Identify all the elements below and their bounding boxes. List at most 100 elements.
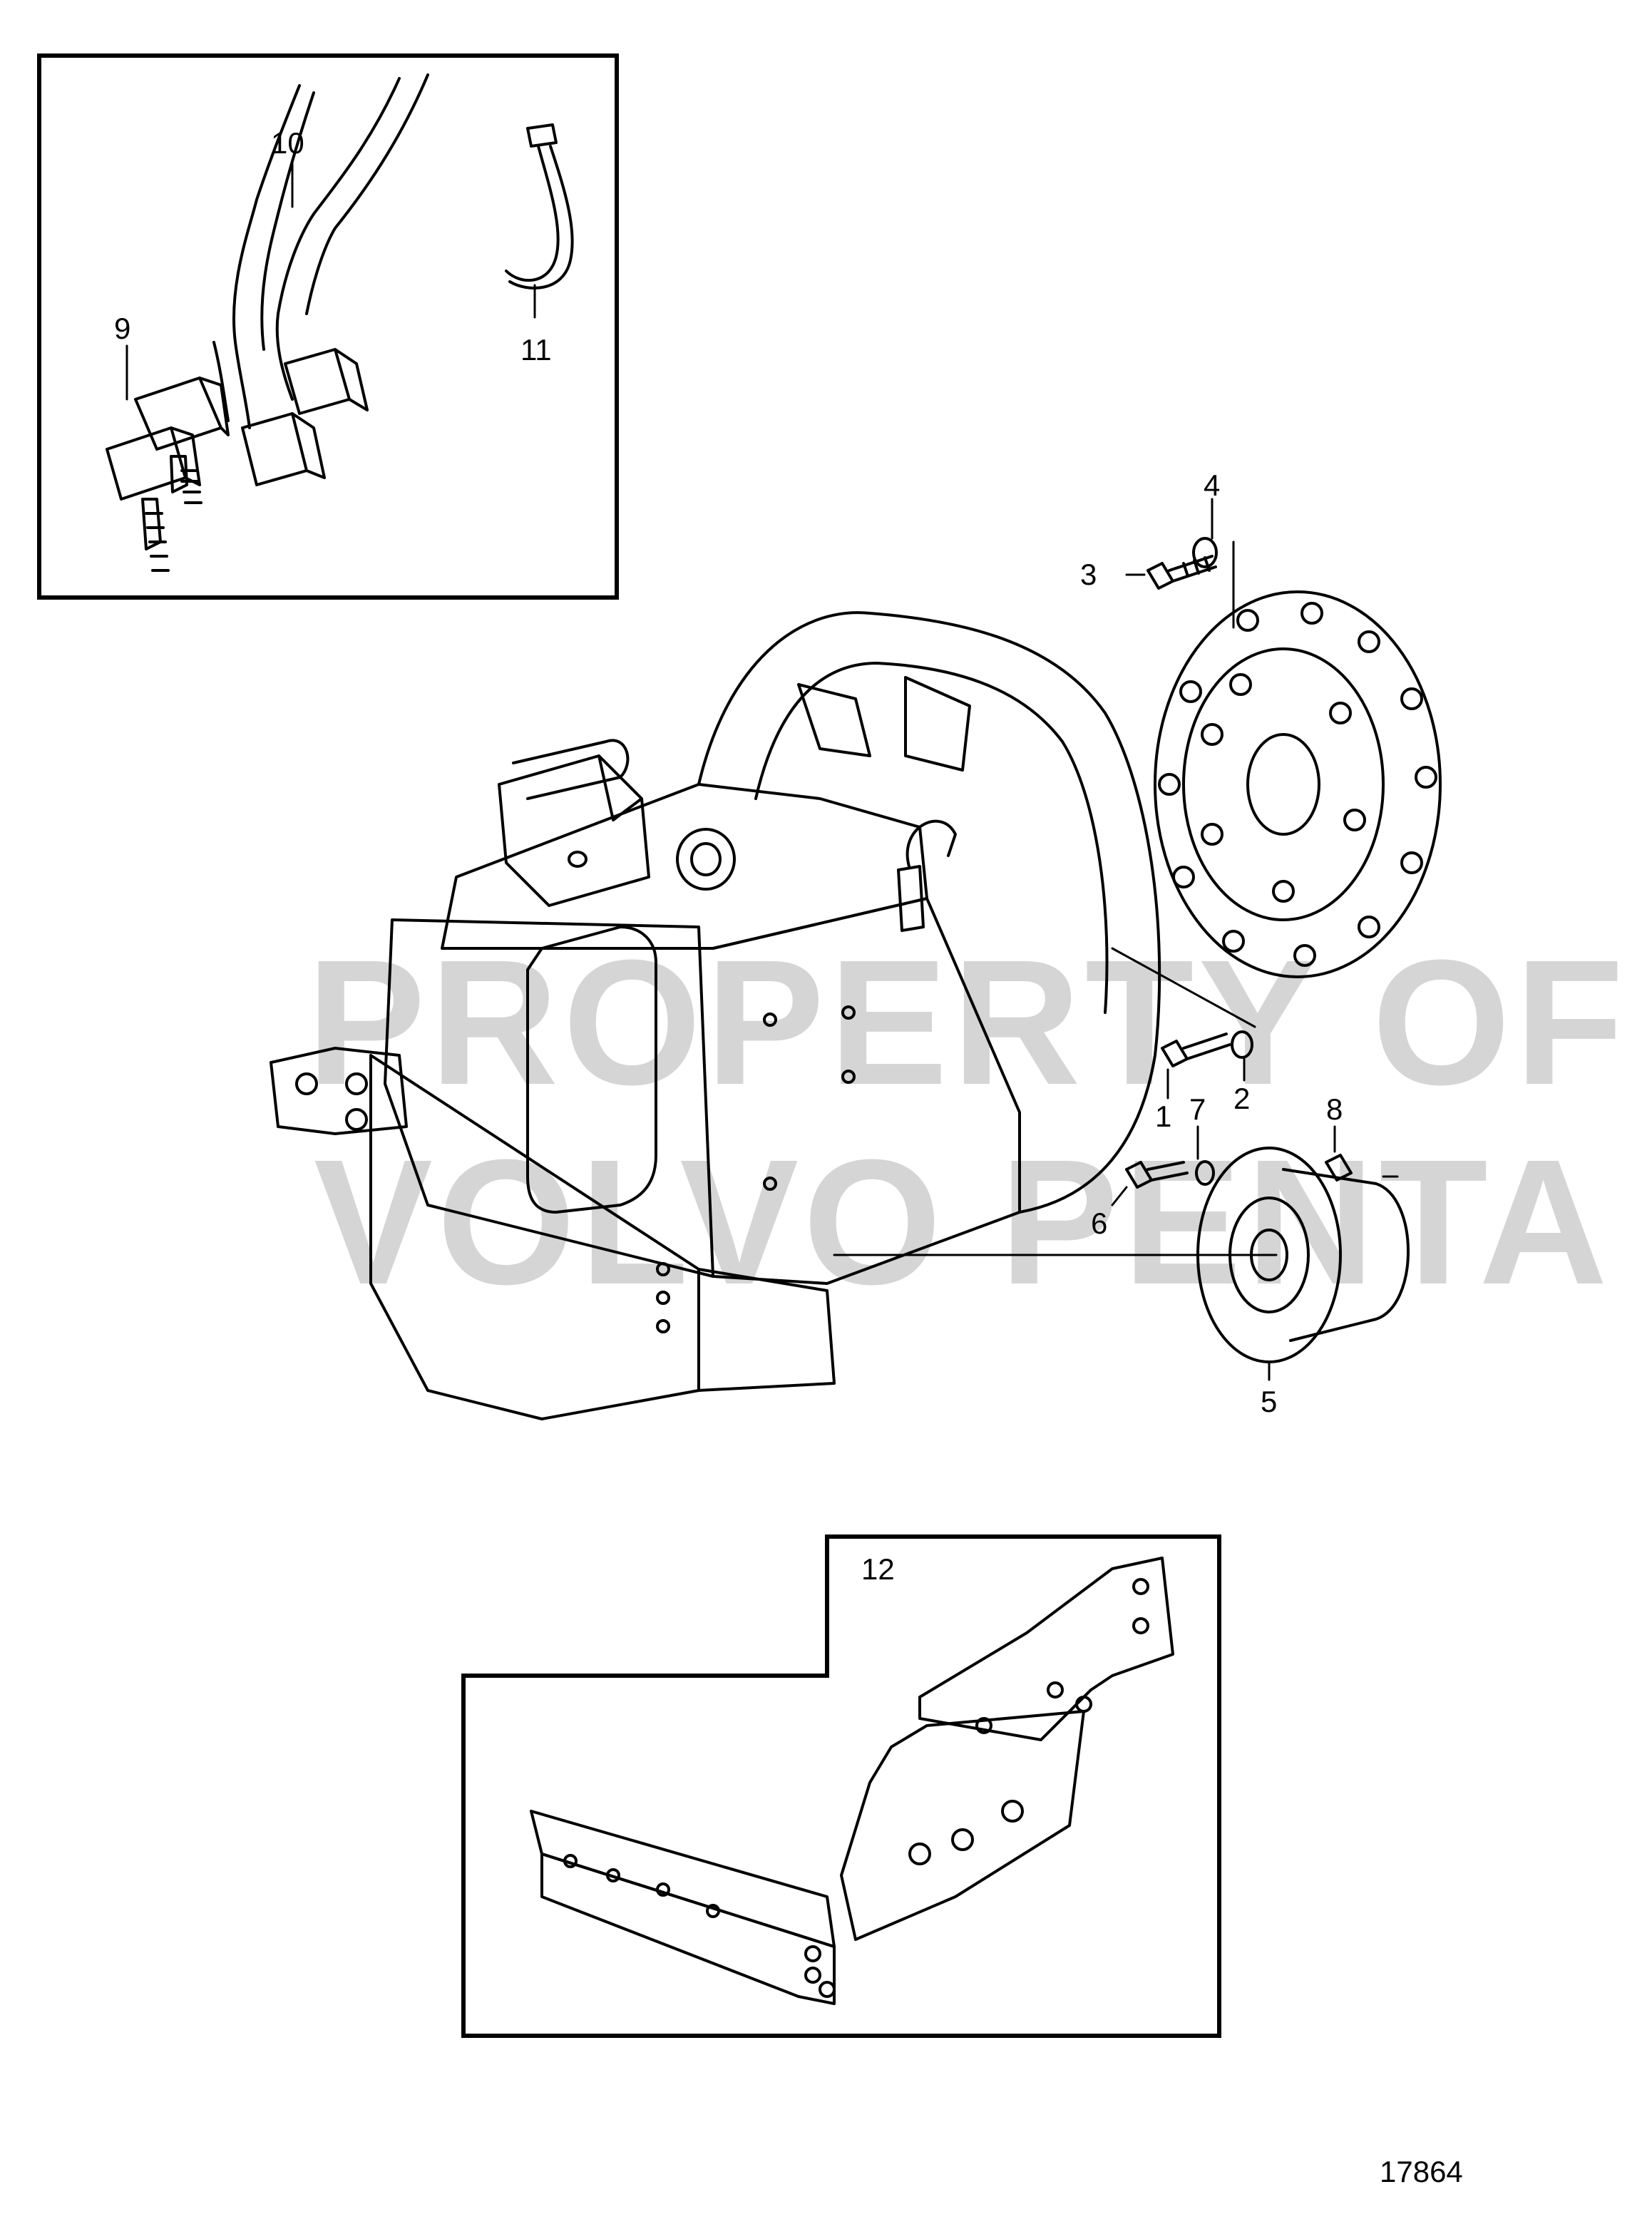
plate-hole-6	[1400, 851, 1423, 874]
bracket-bolt-2	[951, 1828, 974, 1851]
harness-sheath-edge	[305, 73, 429, 315]
harness-sheath	[275, 77, 401, 401]
rail-hole-2	[606, 1868, 620, 1882]
gearbox-assembly	[270, 611, 1278, 1420]
bolt-3	[1146, 555, 1217, 590]
rail-hole-5	[804, 1945, 821, 1962]
output-flange-barrel	[1282, 1168, 1410, 1342]
bracket-hole-1	[1132, 1578, 1149, 1595]
flange-hardware: 1 2 6 7 8 5	[1091, 1030, 1410, 1418]
callout-4: 4	[1204, 468, 1220, 502]
bracket-hole-3	[1047, 1681, 1064, 1698]
hub-hole-6	[1201, 723, 1223, 746]
output-bolt-2	[345, 1072, 368, 1095]
sensor-body	[897, 865, 925, 932]
callout-12: 12	[861, 1552, 895, 1586]
plate-hole-12	[1179, 680, 1202, 703]
plate-hole-3	[1358, 630, 1380, 653]
output-flange-hub	[1228, 1196, 1310, 1313]
bracket-hole-4	[1075, 1696, 1092, 1713]
rail-hole-6	[804, 1967, 821, 1984]
housing-bolt-b	[841, 1005, 856, 1020]
bell-housing-ribs	[797, 676, 971, 772]
coupling-plate-hub	[1182, 647, 1385, 921]
bolt-1	[1161, 1032, 1231, 1067]
output-flange-bore	[1250, 1229, 1288, 1281]
plate-hole-4	[1400, 687, 1423, 710]
channel-rail-face	[540, 1853, 836, 2005]
housing-bolt-g	[656, 1319, 670, 1333]
plate-hole-7	[1358, 916, 1380, 938]
bracket-hole-2	[1132, 1617, 1149, 1634]
coupling-plate-outer	[1154, 590, 1442, 978]
watermark-line-2: VOLVO PENTA	[314, 1122, 1612, 1321]
callout-11: 11	[520, 333, 552, 367]
bracket-bolt-1	[908, 1843, 931, 1865]
callout-2: 2	[1233, 1082, 1250, 1115]
callout-8: 8	[1326, 1092, 1343, 1126]
washer-4	[1192, 537, 1218, 568]
output-shaft-housing	[270, 1047, 408, 1135]
rail-hole-3	[656, 1882, 670, 1897]
housing-bolt-f	[656, 1291, 670, 1305]
callout-1: 1	[1155, 1100, 1171, 1133]
lifting-eye-hole	[690, 842, 722, 876]
diagram-number: 17864	[1380, 2155, 1463, 2188]
housing-bolt-c	[841, 1070, 856, 1084]
inset-solenoid-harness: 10 9 11	[37, 53, 619, 600]
lifting-eye	[676, 828, 736, 891]
coupling-plate-group: 4 3	[1080, 468, 1442, 978]
inset-frame-bottom	[461, 1534, 1221, 2038]
hub-hole-4	[1272, 880, 1295, 903]
watermark: PROPERTY OF VOLVO PENTA	[307, 923, 1628, 1321]
plate-hole-9	[1222, 930, 1245, 953]
rail-hole-1	[563, 1854, 578, 1868]
harness-branch	[212, 341, 230, 422]
bracket-web	[840, 1710, 1085, 1941]
housing-bolt-e	[656, 1262, 670, 1276]
callout-7: 7	[1189, 1092, 1206, 1126]
inset-mounting-bracket: 12	[461, 1534, 1221, 2038]
channel-rail-top	[530, 1810, 836, 1948]
bracket-bolt-3	[1001, 1800, 1024, 1823]
bolt-6	[1125, 1161, 1189, 1189]
solenoid-body-upper	[134, 376, 230, 451]
plate-hole-5	[1415, 766, 1437, 789]
callout-10: 10	[271, 126, 304, 160]
output-bolt-3	[345, 1108, 368, 1131]
callout-3: 3	[1080, 558, 1097, 591]
hub-hole-3	[1343, 809, 1366, 831]
output-bolt-1	[295, 1072, 318, 1095]
hub-hole-2	[1329, 702, 1352, 724]
top-solenoid-cylinder	[512, 739, 630, 800]
bell-housing-inner	[754, 662, 1109, 1014]
leader-6	[1111, 1186, 1128, 1206]
cable-tie-strap	[505, 145, 574, 289]
solenoid-stem-1	[170, 455, 202, 504]
top-solenoid-block	[498, 754, 650, 907]
gearbox-sump-side	[697, 1268, 836, 1392]
plate-hole-8	[1293, 944, 1316, 967]
side-cover-plate	[526, 926, 657, 1214]
plate-hole-11	[1158, 773, 1181, 796]
inset-frame-top	[37, 53, 619, 600]
rail-hole-7	[819, 1981, 836, 1998]
connector-upper	[284, 348, 369, 415]
gearbox-side-face	[712, 897, 1021, 1285]
cable-tie-head	[526, 123, 558, 148]
coupling-plate-bolt-holes	[1158, 602, 1437, 967]
watermark-line-1: PROPERTY OF	[307, 923, 1628, 1122]
housing-bolt-d	[763, 1177, 777, 1191]
plate-hole-2	[1300, 602, 1323, 625]
bell-housing-outline	[697, 611, 1161, 1214]
connector-lower	[241, 412, 326, 486]
plate-hole-1	[1236, 609, 1259, 632]
solenoid-port	[568, 851, 588, 868]
sensor-cable	[905, 819, 957, 868]
callout-6: 6	[1091, 1206, 1107, 1240]
coupling-plate-spline	[1246, 733, 1320, 836]
bracket-hole-5	[975, 1717, 992, 1734]
rail-hole-4	[706, 1904, 720, 1918]
callout-9: 9	[114, 312, 130, 345]
